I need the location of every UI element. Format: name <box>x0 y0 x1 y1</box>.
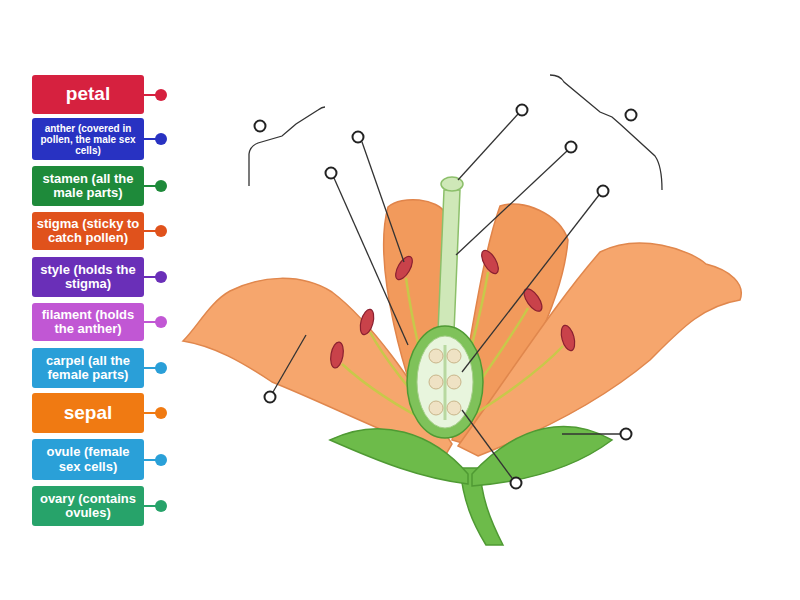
ovule-shape <box>447 375 461 389</box>
label-box: sepal <box>32 393 144 433</box>
label-box: carpel (all the female parts) <box>32 348 144 388</box>
answer-marker <box>265 392 276 403</box>
label-box: anther (covered in pollen, the male sex … <box>32 118 144 160</box>
answer-marker <box>353 132 364 143</box>
sepals <box>330 426 612 486</box>
handle-dot <box>155 407 167 419</box>
leader-line <box>462 195 599 372</box>
anther-shape <box>358 308 376 336</box>
label-text: carpel (all the female parts) <box>35 354 141 383</box>
ovule-shape <box>447 401 461 415</box>
label-box: filament (holds the anther) <box>32 303 144 341</box>
anther-shape <box>559 324 577 352</box>
label-text: style (holds the stigma) <box>35 263 141 292</box>
handle-dot <box>155 500 167 512</box>
label-text: filament (holds the anther) <box>35 308 141 337</box>
answer-marker <box>255 121 266 132</box>
handle-dot <box>155 454 167 466</box>
ovules <box>429 349 461 415</box>
leader-line <box>456 151 567 255</box>
anther-shape <box>392 254 415 283</box>
handle-dot <box>155 133 167 145</box>
front-petals <box>183 243 741 456</box>
stigma-shape <box>441 177 463 191</box>
label-text: petal <box>66 84 110 105</box>
label-text: stigma (sticky to catch pollen) <box>35 217 141 246</box>
leader-line <box>562 433 620 434</box>
ovule-stalk <box>444 345 447 420</box>
handle-dot <box>155 225 167 237</box>
ovule-shape <box>429 375 443 389</box>
sepal-shape <box>472 426 612 486</box>
label-text: sepal <box>64 403 113 424</box>
anther-shape <box>521 286 546 314</box>
label-box: style (holds the stigma) <box>32 257 144 297</box>
leader-line <box>273 335 306 392</box>
label-box: stigma (sticky to catch pollen) <box>32 212 144 250</box>
anther-shape <box>329 341 345 369</box>
label-box: ovary (contains ovules) <box>32 486 144 526</box>
leader-lines <box>273 114 620 478</box>
handle-dot <box>155 180 167 192</box>
brackets <box>249 75 662 190</box>
label-text: ovule (female sex cells) <box>35 445 141 474</box>
answer-markers <box>255 105 637 489</box>
answer-marker <box>626 110 637 121</box>
answer-marker <box>598 186 609 197</box>
answer-marker <box>511 478 522 489</box>
carpel <box>407 177 483 438</box>
ovule-shape <box>429 349 443 363</box>
label-box: ovule (female sex cells) <box>32 439 144 480</box>
ovary-shape <box>407 326 483 438</box>
label-text: ovary (contains ovules) <box>35 492 141 521</box>
leader-line <box>334 178 408 345</box>
style-shape <box>438 190 460 332</box>
label-text: stamen (all the male parts) <box>35 172 141 201</box>
answer-marker <box>517 105 528 116</box>
handle-dot <box>155 362 167 374</box>
handle-dot <box>155 89 167 101</box>
label-box: stamen (all the male parts) <box>32 166 144 206</box>
answer-marker <box>621 429 632 440</box>
label-box: petal <box>32 75 144 114</box>
handle-dot <box>155 271 167 283</box>
answer-marker <box>326 168 337 179</box>
handle-dot <box>155 316 167 328</box>
bracket <box>550 75 662 190</box>
anther-shape <box>478 248 501 277</box>
leader-line <box>462 410 512 478</box>
ovule-shape <box>429 401 443 415</box>
ovule-shape <box>447 349 461 363</box>
label-text: anther (covered in pollen, the male sex … <box>35 123 141 156</box>
leader-line <box>458 114 518 180</box>
bracket <box>249 107 325 186</box>
answer-marker <box>566 142 577 153</box>
leader-line <box>362 142 404 262</box>
